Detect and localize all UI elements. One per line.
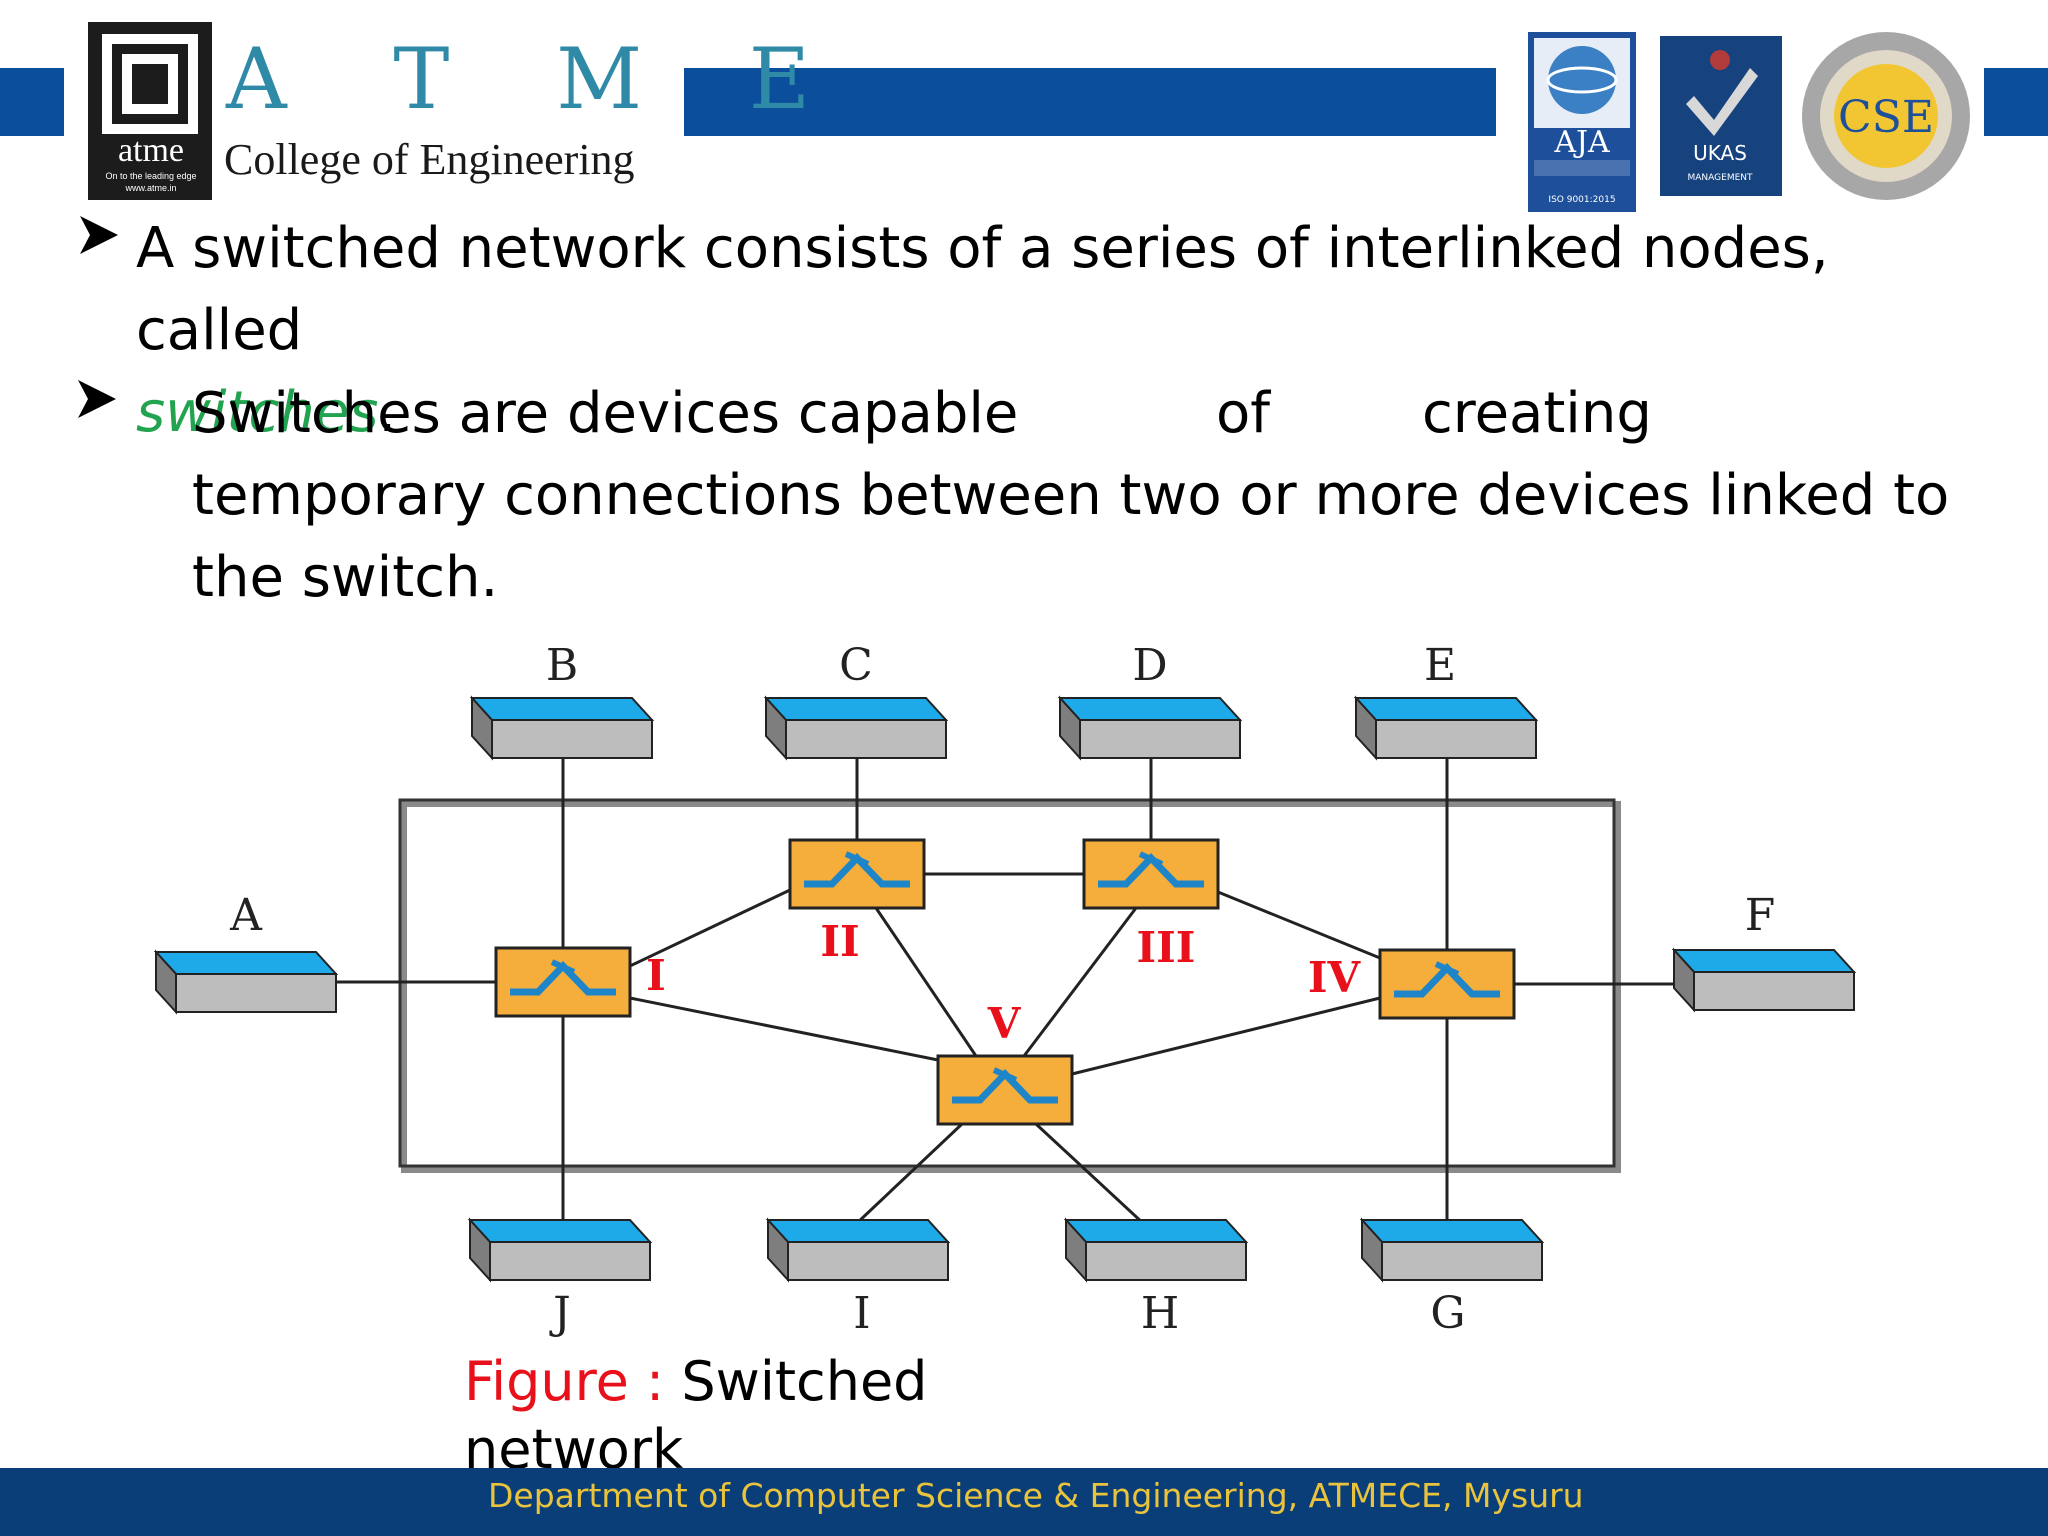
link-iii-iv <box>1217 890 1381 960</box>
bullet-1: A switched network consists of a series … <box>136 208 1996 454</box>
logo-tagline-text: On to the leading edge <box>105 171 197 181</box>
bullet-2-line-1b: of <box>1216 381 1270 446</box>
station-g-icon <box>1361 1219 1543 1281</box>
header-band-left <box>0 68 64 136</box>
link-i-ii <box>629 888 791 968</box>
brand-college-name: College of Engineering <box>224 135 635 184</box>
figure-caption-label: Figure : <box>464 1350 665 1413</box>
link-i-v <box>629 996 939 1062</box>
device-label-a: A <box>229 890 263 941</box>
device-label-h: H <box>1141 1288 1179 1339</box>
station-a-icon <box>155 951 337 1013</box>
device-label-j: J <box>549 1288 571 1339</box>
device-label-g: G <box>1430 1288 1465 1339</box>
device-label-e: E <box>1424 640 1456 691</box>
brand-letters: A T M E <box>226 30 851 128</box>
device-label-i: I <box>853 1288 870 1339</box>
switch-iii-icon <box>1084 840 1218 908</box>
switch-ii-icon <box>790 840 924 908</box>
switched-network-diagram: A B C D E F G H I J I II III IV V <box>155 640 1855 1339</box>
certification-badges: AJA ISO 9001:2015 UKAS MANAGEMENT CSE <box>1528 32 1970 212</box>
svg-text:CSE: CSE <box>1838 92 1934 143</box>
svg-text:MANAGEMENT: MANAGEMENT <box>1688 173 1753 183</box>
bullet-2-line-3: the switch. <box>192 545 499 610</box>
network-boundary-shadow <box>401 801 1621 1173</box>
bullet-1-text: A switched network consists of a series … <box>136 216 1829 363</box>
link-iv-v <box>1071 996 1381 1076</box>
bullet-1-period: . <box>378 380 397 445</box>
header-band-center <box>684 68 1496 136</box>
bullet-2: Switches are devices capable of creating… <box>192 373 1992 619</box>
station-e-icon <box>1355 697 1537 759</box>
switch-label-i: I <box>646 951 666 1000</box>
footer-band <box>0 1468 2048 1536</box>
bullet-2-line-2: temporary connections between two or mor… <box>192 463 1950 528</box>
device-label-d: D <box>1132 640 1167 691</box>
switch-iv-icon <box>1380 950 1514 1018</box>
switch-label-v: V <box>987 999 1022 1048</box>
arrow-bullet-icon-2 <box>78 380 116 418</box>
footer-text: Department of Computer Science & Enginee… <box>488 1476 1584 1515</box>
link-v-i-station <box>854 1122 964 1226</box>
ukas-badge-icon: UKAS MANAGEMENT <box>1660 36 1782 196</box>
aja-badge-icon: AJA ISO 9001:2015 <box>1528 32 1636 212</box>
station-j-icon <box>469 1219 651 1281</box>
header-band-right <box>1984 68 2048 136</box>
switch-v-icon <box>938 1056 1072 1124</box>
logo-tagline: On to the leading edge www.atme.in <box>92 170 210 194</box>
bullet-2-line-1a: Switches are devices capable <box>192 381 1019 446</box>
device-label-c: C <box>839 640 873 691</box>
svg-text:UKAS: UKAS <box>1693 141 1747 165</box>
cse-seal-icon: CSE <box>1802 32 1970 200</box>
bullet-1-emphasis: switches <box>136 380 379 445</box>
switch-label-ii: II <box>820 917 859 966</box>
figure-caption: Figure : Switched network <box>464 1348 984 1484</box>
station-f-icon <box>1673 949 1855 1011</box>
bullet-2-line-1c: creating <box>1422 381 1652 446</box>
link-ii-v <box>874 907 978 1057</box>
device-label-f: F <box>1745 890 1776 941</box>
station-h-icon <box>1065 1219 1247 1281</box>
arrow-bullet-icon <box>80 216 118 254</box>
station-i-icon <box>767 1219 949 1281</box>
switch-label-iv: IV <box>1308 953 1362 1002</box>
device-label-b: B <box>546 640 578 691</box>
svg-text:ISO 9001:2015: ISO 9001:2015 <box>1548 195 1615 205</box>
logo-word: atme <box>117 132 185 169</box>
station-d-icon <box>1059 697 1241 759</box>
link-v-h <box>1034 1122 1146 1226</box>
station-c-icon <box>765 697 947 759</box>
logo-url: www.atme.in <box>125 183 177 193</box>
switch-label-iii: III <box>1137 923 1196 972</box>
switch-i-icon <box>496 948 630 1016</box>
atme-logo-icon <box>88 22 212 200</box>
svg-text:AJA: AJA <box>1553 125 1610 160</box>
link-iii-v <box>1022 907 1138 1057</box>
station-b-icon <box>471 697 653 759</box>
